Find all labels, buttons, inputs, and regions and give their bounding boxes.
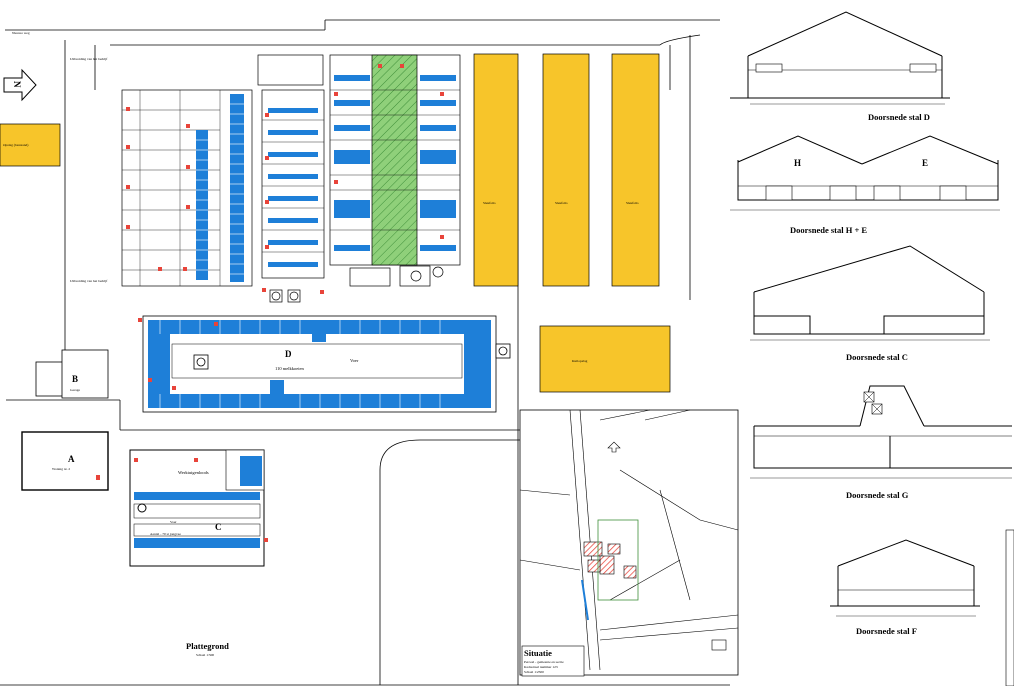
situatie-title: Situatie <box>524 648 552 658</box>
stal-b-garage: Garage <box>70 388 81 392</box>
opslag-left-label: Opslag (bestaand) <box>3 143 29 147</box>
situatie-sub3: Schaal 1:2500 <box>524 670 544 674</box>
kuilopslag <box>539 325 671 393</box>
situatie-buildings <box>581 519 639 621</box>
uitbreiding-label-1: Uitbreiding van het bedrijf <box>70 57 108 61</box>
plattegrond-sub: Schaal 1:500 <box>196 653 214 657</box>
section-e-letter: E <box>922 158 928 168</box>
stal-c <box>129 449 268 567</box>
stal-d-sub: 110 melkkoeien <box>275 366 304 371</box>
section-stal-c <box>750 245 990 341</box>
sleufsilo-3-label: Sleufsilo <box>626 201 639 205</box>
stal-c-sub: Aantal - 70 st jongvee <box>150 532 181 536</box>
stal-d <box>138 315 511 413</box>
title-block <box>1005 529 1014 686</box>
sleufsilo-2 <box>542 53 590 287</box>
barn-complex-middle <box>257 54 325 303</box>
section-stal-he <box>730 135 1000 211</box>
section-c-title: Doorsnede stal C <box>846 352 908 362</box>
stal-a-letter: A <box>68 454 75 464</box>
barn-complex-upper <box>121 89 253 287</box>
section-d-title: Doorsnede stal D <box>868 112 930 122</box>
stal-b <box>35 349 109 399</box>
sleufsilo-1 <box>473 53 519 287</box>
road-label: Nieuwe weg <box>12 31 30 35</box>
plattegrond-title: Plattegrond <box>186 641 229 651</box>
stal-b-letter: B <box>72 374 78 384</box>
stal-d-voer: Voer <box>350 358 359 363</box>
section-g-title: Doorsnede stal G <box>846 490 909 500</box>
section-stal-f <box>830 539 980 617</box>
stal-c-voer: Voer <box>170 520 177 524</box>
situatie-sub1: Perceel - gemeente en sectie <box>524 660 564 664</box>
uitbreiding-label-2: Uitbreiding van het bedrijf <box>70 279 108 283</box>
section-f-title: Doorsnede stal F <box>856 626 917 636</box>
barn-complex-green <box>329 54 461 287</box>
stal-c-letter: C <box>215 522 222 532</box>
situatie-map <box>519 409 739 676</box>
section-stal-g <box>750 385 1012 479</box>
opslag-left <box>0 123 61 167</box>
sleufsilo-2-label: Sleufsilo <box>555 201 568 205</box>
svg-text:N: N <box>12 81 22 88</box>
marker-icon <box>96 475 100 480</box>
section-stal-d <box>730 11 950 105</box>
north-arrow-icon: N <box>3 68 37 102</box>
section-h-letter: H <box>794 158 801 168</box>
situatie-sub2: Kadastraal nummer 123 <box>524 665 558 669</box>
stal-c-werk: Werktuigenloods <box>178 470 209 475</box>
section-he-title: Doorsnede stal H + E <box>790 225 867 235</box>
stal-a-woning: Woning nr. 2 <box>52 467 70 471</box>
situatie-legend <box>521 645 585 677</box>
plan-area <box>0 19 730 686</box>
sleufsilo-1-label: Sleufsilo <box>483 201 496 205</box>
stal-d-letter: D <box>285 349 292 359</box>
stal-a <box>21 431 109 491</box>
sleufsilos <box>473 53 660 287</box>
kuilopslag-label: Kuilopslag <box>572 359 588 363</box>
sleufsilo-3 <box>611 53 660 287</box>
